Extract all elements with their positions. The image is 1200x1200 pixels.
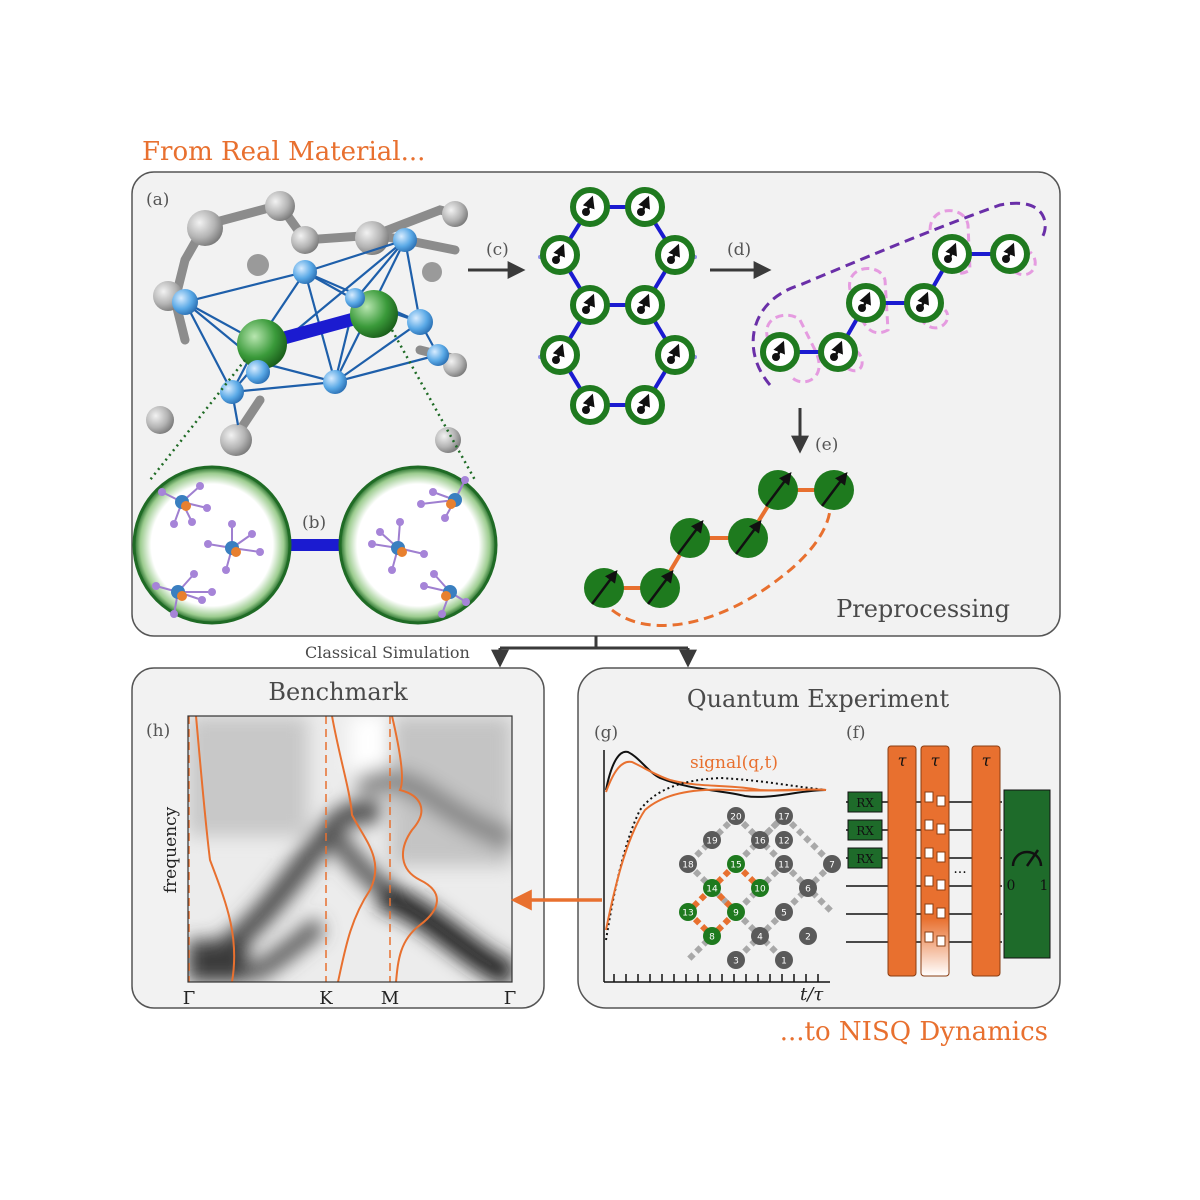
measurement-block — [1003, 789, 1051, 959]
header-left-title: From Real Material... — [142, 137, 425, 167]
qubit-label: 10 — [754, 885, 766, 895]
tau-block-1: τ — [898, 751, 908, 770]
qubit-label: 15 — [730, 861, 741, 871]
signal-xlabel: t/τ — [800, 984, 824, 1005]
qubit-node — [775, 903, 793, 921]
partitioned-chain — [751, 201, 1047, 386]
qubit-node — [775, 807, 793, 825]
signal-plot — [603, 750, 830, 983]
qubit-label: 2 — [805, 933, 811, 943]
effective-spin-chain — [584, 470, 854, 627]
qubit-node — [775, 855, 793, 873]
qubit-label: 11 — [778, 861, 789, 871]
ru-atom-left — [237, 319, 287, 369]
qubit-label: 17 — [778, 813, 789, 823]
panel-label-c: (c) — [486, 240, 509, 260]
panel-label-g: (g) — [594, 723, 618, 743]
circuit-ellipsis: ... — [953, 861, 966, 877]
qubit-node — [751, 879, 769, 897]
panel-label-e: (e) — [815, 435, 838, 455]
qubit-label: 7 — [829, 861, 835, 871]
qubit-label: 5 — [781, 909, 787, 919]
panel-label-f: (f) — [846, 723, 866, 743]
honeycomb-lattice — [538, 187, 697, 425]
qubit-node — [823, 855, 841, 873]
spectral-heatmap — [187, 715, 513, 983]
tick-k: K — [319, 988, 333, 1009]
qubit-label: 12 — [778, 837, 789, 847]
panel-label-a: (a) — [146, 190, 169, 210]
zoomed-dimer: (b) — [132, 465, 498, 625]
qubit-label: 20 — [730, 813, 742, 823]
rx-gate-1: RX — [856, 796, 874, 810]
rx-gates: RX RX RX — [847, 791, 883, 869]
rx-gate-3: RX — [856, 852, 874, 866]
qubit-label: 13 — [682, 909, 693, 919]
signal-label: signal(q,t) — [690, 753, 778, 773]
qubit-label: 8 — [709, 933, 715, 943]
qubit-label: 14 — [706, 885, 718, 895]
benchmark-ylabel: frequency — [161, 806, 181, 893]
qubit-label: 19 — [706, 837, 718, 847]
qubit-node — [703, 831, 721, 849]
qubit-node — [751, 927, 769, 945]
qubit-node — [727, 807, 745, 825]
qubit-node — [799, 927, 817, 945]
header-right-title: ...to NISQ Dynamics — [780, 1017, 1048, 1047]
quantum-circuit: RX RX RX τ τ ... τ 0 1 — [846, 745, 1051, 977]
qubit-node — [727, 855, 745, 873]
preprocessing-label: Preprocessing — [836, 595, 1010, 623]
rx-gate-2: RX — [856, 824, 874, 838]
flow-arrows — [491, 636, 697, 668]
panel-label-h: (h) — [146, 721, 170, 741]
qubit-node — [679, 855, 697, 873]
qubit-label: 16 — [754, 837, 766, 847]
tick-gamma-2: Γ — [504, 988, 517, 1009]
classical-simulation-label: Classical Simulation — [305, 643, 470, 662]
panel-label-d: (d) — [727, 240, 751, 260]
crystal-structure: (a) — [146, 190, 477, 481]
quantum-title: Quantum Experiment — [687, 685, 950, 713]
tau-block-3: τ — [982, 751, 992, 770]
tick-m: M — [381, 988, 399, 1009]
qubit-label: 9 — [733, 909, 739, 919]
qubit-node — [727, 903, 745, 921]
meter-one: 1 — [1040, 878, 1049, 894]
qubit-node — [679, 903, 697, 921]
qubit-node — [727, 951, 745, 969]
qubit-node — [775, 951, 793, 969]
benchmark-title: Benchmark — [268, 678, 408, 706]
qubit-node — [775, 831, 793, 849]
qubit-grid: 20 17 19 16 12 18 15 11 7 14 10 6 13 9 5 8 4 2 3 1 — [679, 807, 841, 969]
qubit-node — [799, 879, 817, 897]
qubit-label: 1 — [781, 957, 787, 967]
tau-block-2: τ — [931, 751, 941, 770]
qubit-label: 18 — [682, 861, 694, 871]
benchmark-ticks: Γ K M Γ — [183, 988, 517, 1009]
qubit-label: 4 — [757, 933, 763, 943]
qubit-label: 6 — [805, 885, 811, 895]
qubit-node — [703, 879, 721, 897]
meter-zero: 0 — [1007, 878, 1016, 894]
qubit-node — [751, 831, 769, 849]
panel-label-b: (b) — [302, 513, 326, 533]
qubit-label: 3 — [733, 957, 739, 967]
tick-gamma-1: Γ — [183, 988, 196, 1009]
qubit-node — [703, 927, 721, 945]
